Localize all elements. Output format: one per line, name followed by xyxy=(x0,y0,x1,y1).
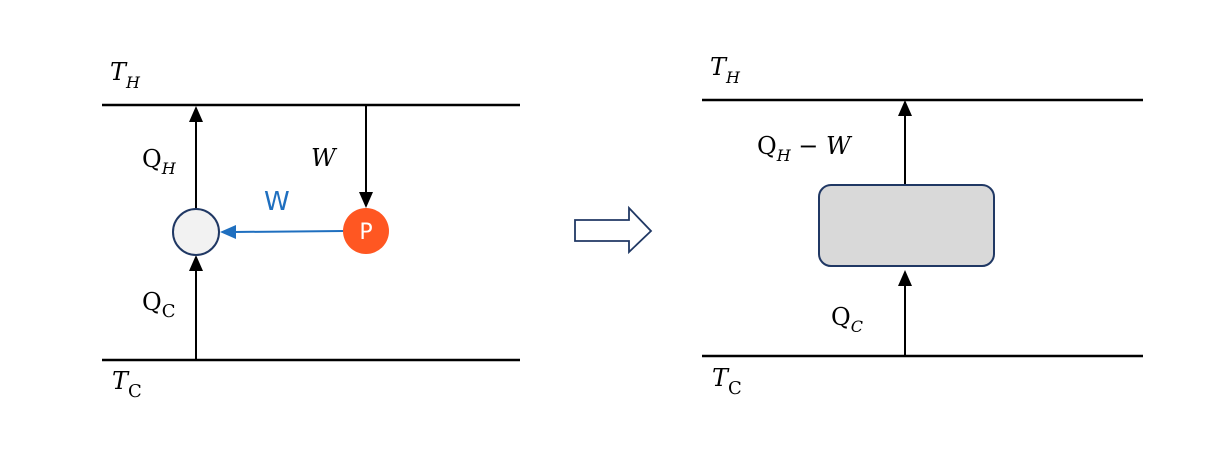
left-qh-symbol: Q xyxy=(142,145,162,173)
right-qh-symbol: Q xyxy=(757,132,777,160)
right-device-box xyxy=(818,184,995,267)
left-qh-label: QH xyxy=(142,145,177,178)
right-th-subscript: H xyxy=(725,68,741,87)
right-heat-in-arrowhead xyxy=(898,270,912,286)
right-qh-subscript: H xyxy=(776,146,792,165)
left-engine-circle xyxy=(172,208,220,256)
right-qc-label: QC xyxy=(831,303,863,336)
left-tc-symbol: T xyxy=(112,367,130,395)
left-tc-subscript: C xyxy=(128,381,142,402)
left-w-label: W xyxy=(311,144,338,172)
left-pump-circle xyxy=(343,208,389,254)
left-w-arrowhead xyxy=(359,192,373,208)
left-w-blue-label: W xyxy=(264,187,290,217)
right-qc-subscript: C xyxy=(851,317,863,336)
left-qc-subscript: C xyxy=(162,301,176,322)
right-tc-label: TC xyxy=(712,364,742,399)
transform-arrow-icon xyxy=(574,205,653,255)
right-heat-out-arrowhead xyxy=(898,100,912,116)
left-th-subscript: H xyxy=(125,73,141,92)
left-th-symbol: T xyxy=(110,58,128,86)
left-pump-label: P xyxy=(359,220,372,245)
right-minus-sign: − xyxy=(791,132,826,160)
left-tc-label: TC xyxy=(112,367,142,402)
right-qh-minus-w-label: QH − W xyxy=(757,132,853,165)
left-work-transfer-arrowhead xyxy=(220,225,236,239)
right-w-symbol: W xyxy=(826,132,853,160)
right-tc-subscript: C xyxy=(728,378,742,399)
left-qc-symbol: Q xyxy=(142,288,162,316)
left-qh-subscript: H xyxy=(161,159,177,178)
left-qc-arrowhead xyxy=(189,255,203,271)
left-work-transfer-arrow xyxy=(233,230,345,233)
left-diagram: TH TC P QH QC W W xyxy=(102,58,520,402)
right-diagram: TH TC QH − W QC xyxy=(702,53,1143,399)
left-qc-label: QC xyxy=(142,288,175,322)
right-th-label: TH xyxy=(710,53,741,87)
left-th-label: TH xyxy=(110,58,141,92)
left-qh-arrowhead xyxy=(189,106,203,122)
right-th-symbol: T xyxy=(710,53,728,81)
right-tc-symbol: T xyxy=(712,364,730,392)
right-qc-symbol: Q xyxy=(831,303,851,331)
